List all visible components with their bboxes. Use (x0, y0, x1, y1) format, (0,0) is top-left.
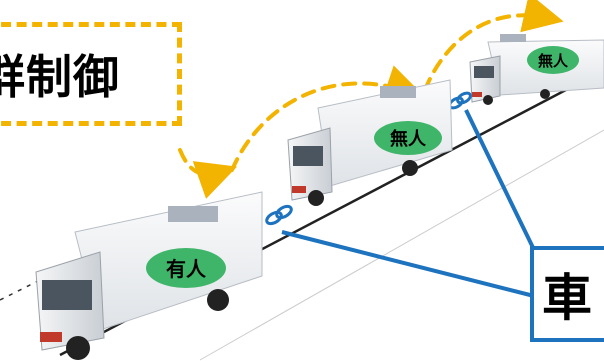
link-callout-lines (281, 109, 542, 298)
link-icon-rear (265, 204, 293, 226)
control-arrow-to-rear (230, 65, 426, 172)
badge-middle (374, 121, 442, 155)
link-label-box: 車 (530, 246, 604, 342)
badge-front-text: 無人 (538, 52, 569, 70)
truck-front: 無人 (469, 34, 604, 105)
badge-middle-text: 無人 (390, 128, 427, 150)
badge-rear-text: 有人 (166, 257, 207, 281)
badge-rear (146, 248, 226, 288)
control-arrow-to-middle (423, 0, 564, 92)
control-label-box: 群制御 (0, 22, 182, 126)
truck-middle: 無人 (287, 79, 453, 206)
truck-rear: 有人 (35, 191, 263, 360)
control-arrow-left (178, 148, 238, 199)
link-icon-front (448, 91, 472, 110)
badge-front (527, 46, 579, 74)
callout-line-rear (281, 230, 535, 298)
link-label: 車 (542, 269, 592, 327)
control-label: 群制御 (0, 50, 120, 104)
control-arrows (178, 0, 564, 199)
callout-line-front (464, 109, 542, 263)
